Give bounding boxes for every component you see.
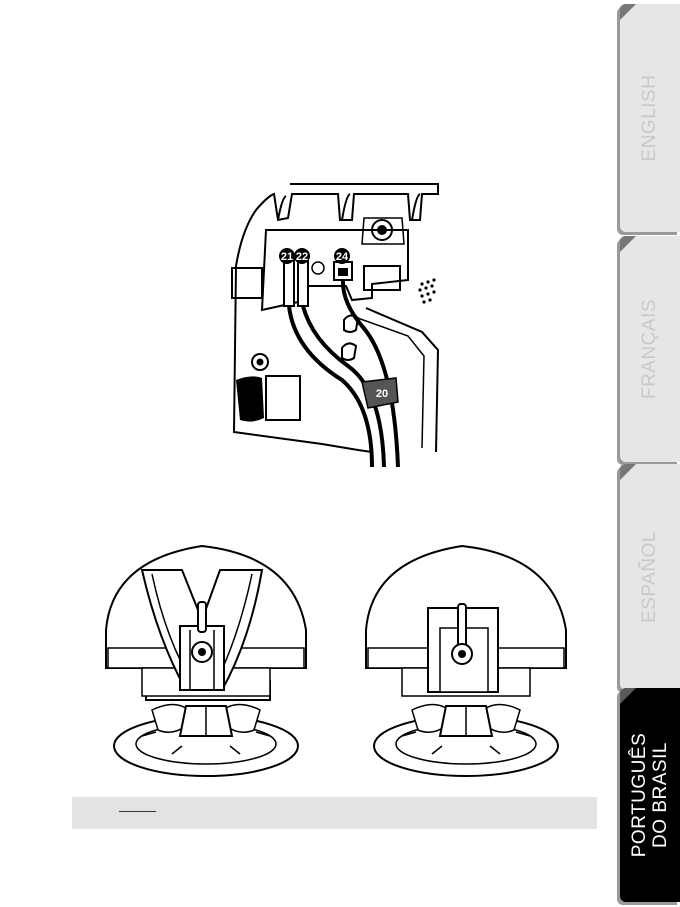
callout-24: 24 (336, 251, 349, 263)
tab-portugues-line2: DO BRASIL (650, 733, 671, 858)
tab-english-label: ENGLISH (639, 75, 661, 162)
callout-22: 22 (296, 251, 308, 263)
callout-21: 21 (281, 251, 293, 263)
tab-portugues-line1: PORTUGUÊS (629, 733, 650, 858)
tab-portugues-brasil[interactable]: PORTUGUÊS DO BRASIL (620, 688, 680, 902)
tab-portugues-brasil-label: PORTUGUÊS DO BRASIL (629, 733, 671, 858)
cable-connection-illustration: 21 22 24 20 (222, 180, 448, 467)
tab-francais[interactable]: FRANÇAIS (620, 236, 680, 462)
caption-bar (72, 797, 597, 829)
caption-underline (119, 811, 156, 812)
clamp-closed-illustration (362, 540, 570, 780)
tab-english[interactable]: ENGLISH (620, 4, 680, 232)
callout-20: 20 (376, 388, 388, 400)
language-tabs: ENGLISH FRANÇAIS ESPAÑOL PORTUGUÊS DO BR… (612, 0, 680, 907)
clamp-open-illustration (102, 540, 310, 780)
tab-espanol[interactable]: ESPAÑOL (620, 464, 680, 690)
tab-espanol-label: ESPAÑOL (639, 531, 661, 623)
tab-francais-label: FRANÇAIS (639, 299, 661, 399)
